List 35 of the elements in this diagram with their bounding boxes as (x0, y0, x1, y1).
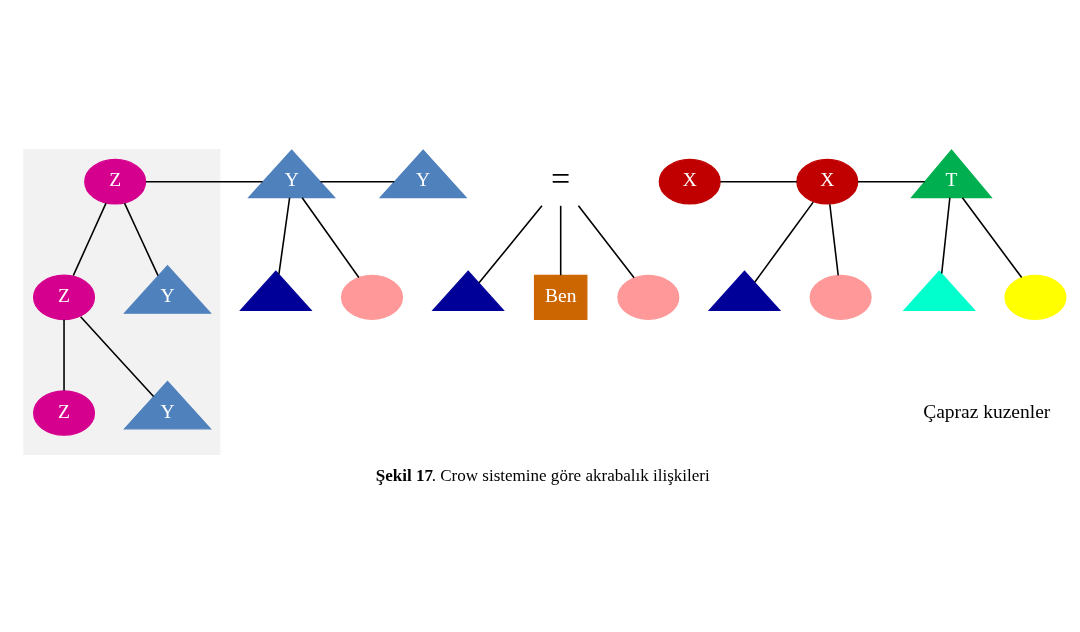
caption: Şekil 17. Crow sistemine göre akrabalık ilişkileri (375, 466, 710, 486)
connector (478, 205, 543, 284)
connector (857, 180, 926, 183)
node-ellipse: Z (84, 158, 147, 205)
connector (123, 202, 159, 277)
connector (278, 196, 291, 276)
connector (961, 196, 1023, 279)
connector (753, 201, 814, 283)
node-box: Ben (533, 274, 588, 320)
connector (829, 203, 839, 277)
node-triangle (707, 270, 782, 312)
node-circle (617, 274, 680, 320)
cluster (23, 149, 221, 455)
node-triangle (902, 270, 976, 312)
node-ellipse: Z (33, 274, 96, 321)
connector (719, 180, 798, 183)
node-triangle (431, 270, 505, 312)
connector (72, 202, 107, 277)
connector (319, 180, 396, 183)
label: Çapraz kuzenler (923, 400, 1051, 422)
connector (63, 319, 65, 392)
node-circle (809, 274, 872, 320)
node-ellipse: X (796, 158, 859, 205)
connector (940, 196, 951, 275)
node-triangle (239, 270, 313, 312)
connector (559, 205, 562, 276)
node-circle (340, 274, 404, 320)
connector (79, 315, 155, 398)
connector (301, 196, 360, 279)
node-text: = (551, 160, 571, 198)
node-ellipse: X (658, 158, 721, 205)
connector (577, 205, 635, 279)
node-ellipse: Z (33, 390, 96, 436)
connector (145, 180, 264, 183)
node-circle (1004, 274, 1067, 320)
